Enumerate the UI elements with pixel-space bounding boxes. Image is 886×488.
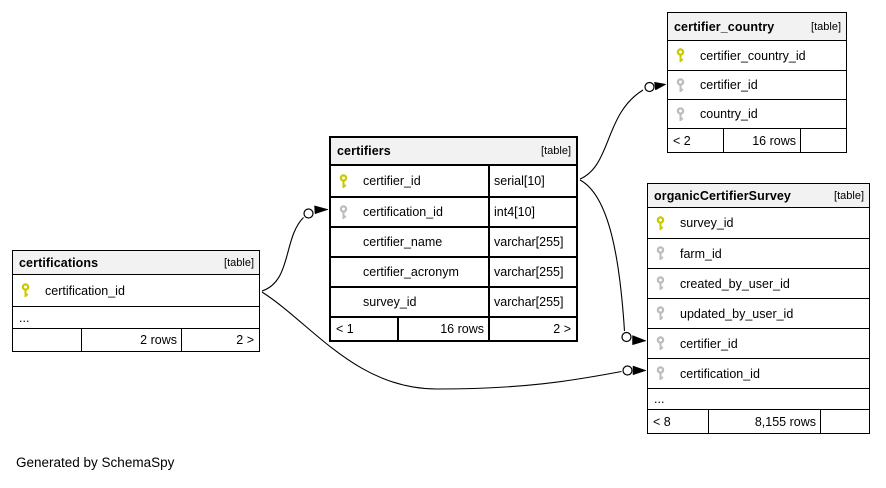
foreign-key-icon bbox=[331, 204, 363, 220]
column-type: varchar[255] bbox=[494, 265, 564, 279]
table-header-certifiers: certifiers [table] bbox=[331, 138, 576, 166]
table-type-tag: [table] bbox=[811, 20, 841, 33]
table-name[interactable]: certifier_country bbox=[674, 19, 775, 34]
footer-row-count: 2 rows bbox=[81, 329, 182, 351]
table-certifications[interactable]: certifications [table] certification_id...… bbox=[12, 250, 260, 352]
column-row-certifiers-certifier_name: certifier_name varchar[255] bbox=[331, 226, 576, 256]
column-row-organicCertifierSurvey-certifier_id: certifier_id bbox=[648, 328, 869, 358]
foreign-key-icon bbox=[648, 336, 680, 351]
column-name-cell: survey_id bbox=[331, 288, 490, 316]
column-name: certifier_name bbox=[363, 235, 443, 249]
foreign-key-icon bbox=[648, 246, 680, 261]
column-row-certifier_country-certifier_id: certifier_id bbox=[668, 70, 846, 99]
column-name: certifier_id bbox=[680, 336, 738, 351]
column-name: updated_by_user_id bbox=[680, 306, 794, 321]
table-footer-organicCertifierSurvey: < 8 8,155 rows bbox=[648, 409, 869, 433]
footer-children-count bbox=[801, 129, 846, 152]
column-row-organicCertifierSurvey-created_by_user_id: created_by_user_id bbox=[648, 268, 869, 298]
primary-key-icon bbox=[13, 283, 45, 298]
table-name[interactable]: certifications bbox=[19, 255, 99, 270]
table-type-tag: [table] bbox=[541, 145, 571, 157]
table-footer-certifiers: < 1 16 rows 2 > bbox=[331, 316, 576, 340]
column-row-certifiers-certifier_id: certifier_id serial[10] bbox=[331, 166, 576, 196]
relationship-certifiers-certifier_country bbox=[579, 81, 667, 180]
column-row-organicCertifierSurvey-updated_by_user_id: updated_by_user_id bbox=[648, 298, 869, 328]
column-name-cell: certifier_acronym bbox=[331, 258, 490, 286]
column-row-organicCertifierSurvey-farm_id: farm_id bbox=[648, 238, 869, 268]
column-type: varchar[255] bbox=[494, 235, 564, 249]
foreign-key-icon bbox=[648, 276, 680, 291]
footer-parents-count: < 8 bbox=[653, 414, 671, 429]
footer-row-count: 16 rows bbox=[397, 318, 490, 340]
footer-parents-count: < 2 bbox=[673, 133, 691, 148]
column-name: survey_id bbox=[680, 216, 734, 230]
foreign-key-icon bbox=[668, 77, 700, 93]
table-header-certifications: certifications [table] bbox=[13, 251, 259, 275]
table-footer-certifications: 2 rows 2 > bbox=[13, 328, 259, 351]
column-row-certifiers-survey_id: survey_id varchar[255] bbox=[331, 286, 576, 316]
column-name: created_by_user_id bbox=[680, 276, 790, 291]
column-row-certifications-certification_id: certification_id bbox=[13, 275, 259, 306]
column-name-cell: certification_id bbox=[331, 198, 490, 226]
table-header-organicCertifierSurvey: organicCertifierSurvey [table] bbox=[648, 184, 869, 208]
column-name: survey_id bbox=[363, 295, 417, 309]
column-name: certification_id bbox=[45, 283, 125, 298]
table-footer-certifier_country: < 2 16 rows bbox=[668, 128, 846, 152]
primary-key-icon bbox=[648, 215, 680, 231]
column-name: certifier_id bbox=[700, 78, 758, 92]
column-row-certifier_country-certifier_country_id: certifier_country_id bbox=[668, 41, 846, 70]
relationship-certifiers-organicCertifierSurvey bbox=[579, 179, 647, 346]
column-row-certifier_country-country_id: country_id bbox=[668, 99, 846, 128]
table-name[interactable]: organicCertifierSurvey bbox=[654, 188, 791, 203]
truncated-columns-row: ... bbox=[13, 306, 259, 328]
primary-key-icon bbox=[668, 48, 700, 63]
column-name: certifier_country_id bbox=[700, 48, 806, 63]
column-name: certification_id bbox=[680, 366, 760, 381]
column-row-certifiers-certification_id: certification_id int4[10] bbox=[331, 196, 576, 226]
truncated-columns-row: ... bbox=[648, 388, 869, 409]
footer-children-count: 2 > bbox=[553, 322, 571, 336]
column-name: certifier_acronym bbox=[363, 265, 459, 279]
table-certifier_country[interactable]: certifier_country[table]certifier_countr… bbox=[667, 12, 847, 153]
foreign-key-icon bbox=[648, 366, 680, 381]
footer-parents-count bbox=[13, 329, 81, 351]
column-name-cell: certifier_name bbox=[331, 228, 490, 256]
column-type: int4[10] bbox=[494, 205, 536, 219]
column-name: certifier_id bbox=[363, 174, 421, 188]
column-name-cell: certifier_id bbox=[331, 166, 490, 196]
footer-row-count: 8,155 rows bbox=[708, 410, 821, 433]
footer-row-count: 16 rows bbox=[723, 129, 801, 152]
table-type-tag: [table] bbox=[834, 189, 864, 202]
column-name: farm_id bbox=[680, 246, 722, 261]
table-name[interactable]: certifiers bbox=[337, 144, 391, 158]
table-header-certifier_country: certifier_country [table] bbox=[668, 13, 846, 41]
column-type: varchar[255] bbox=[494, 295, 564, 309]
relationship-certifications-certifiers bbox=[261, 205, 329, 292]
column-row-certifiers-certifier_acronym: certifier_acronym varchar[255] bbox=[331, 256, 576, 286]
column-name: certification_id bbox=[363, 205, 443, 219]
column-row-organicCertifierSurvey-certification_id: certification_id bbox=[648, 358, 869, 388]
column-type: serial[10] bbox=[494, 174, 545, 188]
foreign-key-icon bbox=[668, 106, 700, 122]
column-name: country_id bbox=[700, 107, 758, 121]
footer-children-count bbox=[821, 410, 869, 433]
table-type-tag: [table] bbox=[224, 256, 254, 269]
diagram-caption: Generated by SchemaSpy bbox=[16, 455, 175, 470]
footer-parents-count: < 1 bbox=[336, 322, 354, 336]
footer-children-count: 2 > bbox=[236, 333, 254, 347]
foreign-key-icon bbox=[648, 306, 680, 321]
primary-key-icon bbox=[331, 173, 363, 189]
column-row-organicCertifierSurvey-survey_id: survey_id bbox=[648, 208, 869, 238]
